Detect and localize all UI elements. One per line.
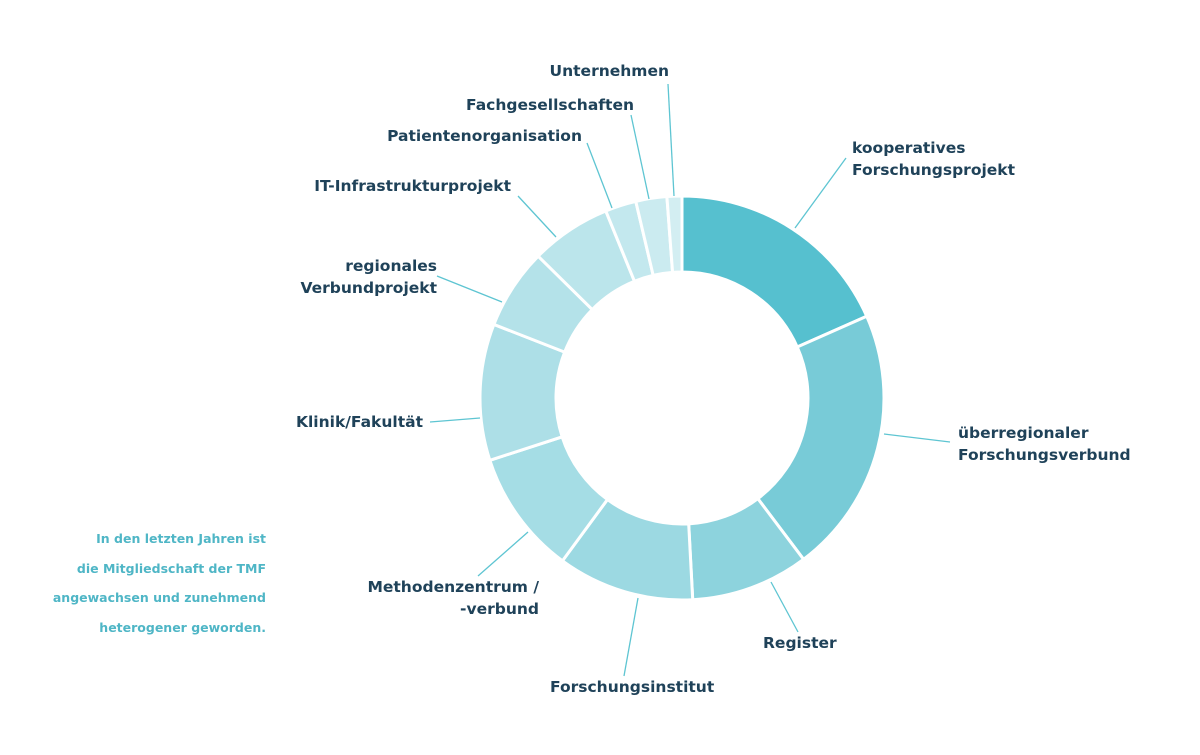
- slice-label-2-line-1: überregionaler: [958, 424, 1089, 442]
- slice-label-6: Klinik/Fakultät: [296, 413, 424, 431]
- side-note-line-1: In den letzten Jahren ist: [96, 531, 266, 546]
- slice-label-8: IT-Infrastrukturprojekt: [314, 177, 511, 195]
- slice-label-7-line-2: Verbundprojekt: [301, 279, 438, 297]
- leader-line-5: [477, 531, 529, 577]
- leader-line-8: [517, 195, 557, 238]
- slice-label-9: Patientenorganisation: [387, 127, 582, 145]
- side-note-line-4: heterogener geworden.: [99, 619, 266, 635]
- leader-line-3: [770, 581, 799, 633]
- side-note-line-2: die Mitgliedschaft der TMF: [76, 560, 266, 576]
- leader-line-9: [586, 142, 613, 209]
- leader-lines: [429, 83, 951, 677]
- slice-label-1-line-1: kooperatives: [852, 139, 965, 157]
- slice-label-10-line-1: Fachgesellschaften: [466, 96, 634, 114]
- leader-line-6: [429, 417, 481, 423]
- slice-label-5: Methodenzentrum / -verbund: [367, 578, 539, 618]
- slice-label-2-line-2: Forschungsverbund: [958, 446, 1131, 464]
- slice-label-8-line-1: IT-Infrastrukturprojekt: [314, 177, 511, 195]
- slice-label-11: Unternehmen: [550, 62, 669, 80]
- slice-label-5-line-1: Methodenzentrum /: [367, 578, 539, 596]
- leader-line-11: [667, 83, 675, 197]
- slice-label-7-line-1: regionales: [345, 257, 437, 275]
- side-note: In den letzten Jahren ist die Mitgliedsc…: [40, 524, 266, 642]
- leader-line-7: [436, 275, 503, 303]
- slice-label-5-line-2: -verbund: [460, 600, 539, 618]
- slice-11: [665, 194, 684, 274]
- slice-label-1-line-2: Forschungsprojekt: [852, 161, 1016, 179]
- slice-1: [680, 194, 869, 350]
- leader-line-1: [794, 157, 847, 229]
- slice-label-4-line-1: Forschungsinstitut: [550, 678, 715, 696]
- leader-line-10: [630, 114, 650, 200]
- slice-label-11-line-1: Unternehmen: [550, 62, 669, 80]
- slice-label-3: Register: [763, 634, 837, 652]
- leader-line-2: [883, 433, 951, 443]
- side-note-line-3: angewachsen und zunehmend: [52, 590, 266, 605]
- leader-line-4: [623, 597, 639, 677]
- donut-slices: [478, 194, 886, 602]
- slice-label-3-line-1: Register: [763, 634, 837, 652]
- slice-label-6-line-1: Klinik/Fakultät: [296, 413, 424, 431]
- slice-label-9-line-1: Patientenorganisation: [387, 127, 582, 145]
- slice-label-10: Fachgesellschaften: [466, 96, 634, 114]
- slice-label-4: Forschungsinstitut: [550, 678, 715, 696]
